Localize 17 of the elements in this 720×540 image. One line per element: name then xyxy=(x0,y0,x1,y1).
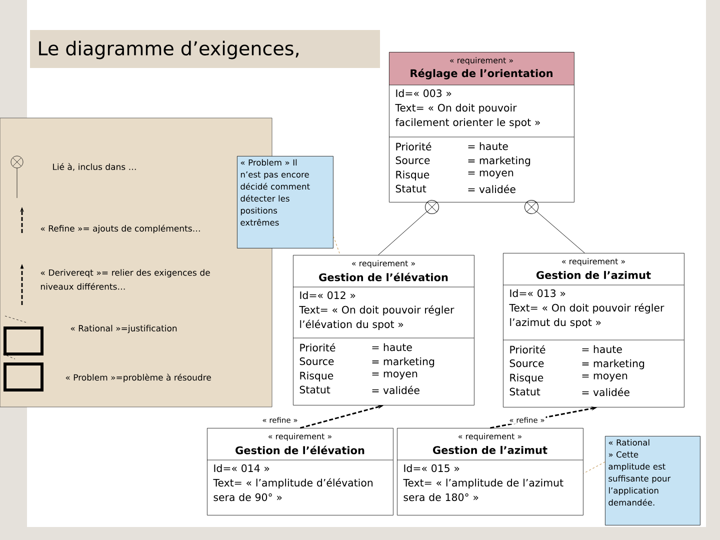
connector-line xyxy=(333,236,340,256)
legend-text: « Derivereqt »= relier des exigences de niveaux différents… xyxy=(40,269,210,290)
title-band: Le diagramme d’exigences, xyxy=(30,30,380,68)
requirement-box: « requirement » Gestion de l’élévation Id=« 014 » Text= « l’amplitude d’élévation sera de 90° » xyxy=(206,428,394,516)
legend-text: Lié à, inclus dans … xyxy=(53,163,136,171)
requirement-box: « requirement » Réglage de l’orientation Id=« 003 » Text= « On doit pouvoir facilement orienter le spot » Priorité = haute Source = marketing Risque = moyen Statut = validée xyxy=(388,52,574,202)
requirement-box: « requirement » Gestion de l’azimut Id=« 015 » Text= « l’amplitude de l’azimut sera de 180° » xyxy=(396,428,584,516)
connector-line xyxy=(583,462,606,474)
requirement-box: « requirement » Gestion de l’élévation Id=« 012 » Text= « On doit pouvoir régler l’élévation du spot » Priorité = haute Source = marketing Risque = moyen Statut = validée xyxy=(292,255,474,406)
containment-line xyxy=(524,200,585,254)
requirement-box: « requirement » Gestion de l’azimut Id=« 013 » Text= « On doit pouvoir régler l’azimut du spot » Priorité = haute Source = marketing Risque = moyen Statut = validée xyxy=(502,253,684,408)
containment-line xyxy=(378,200,439,256)
legend-text: « Rational »=justification xyxy=(70,324,177,334)
legend-text: « Refine »= ajouts de compléments… xyxy=(40,224,200,234)
note-box: « Problem » Il n’est pas encore décidé comment détecter les positions extrêmes xyxy=(237,156,334,248)
legend-text: « Problem »=problème à résoudre xyxy=(66,374,211,382)
note-box: « Rational » Cette amplitude est suffisante pour l’application demandée. xyxy=(605,436,700,526)
